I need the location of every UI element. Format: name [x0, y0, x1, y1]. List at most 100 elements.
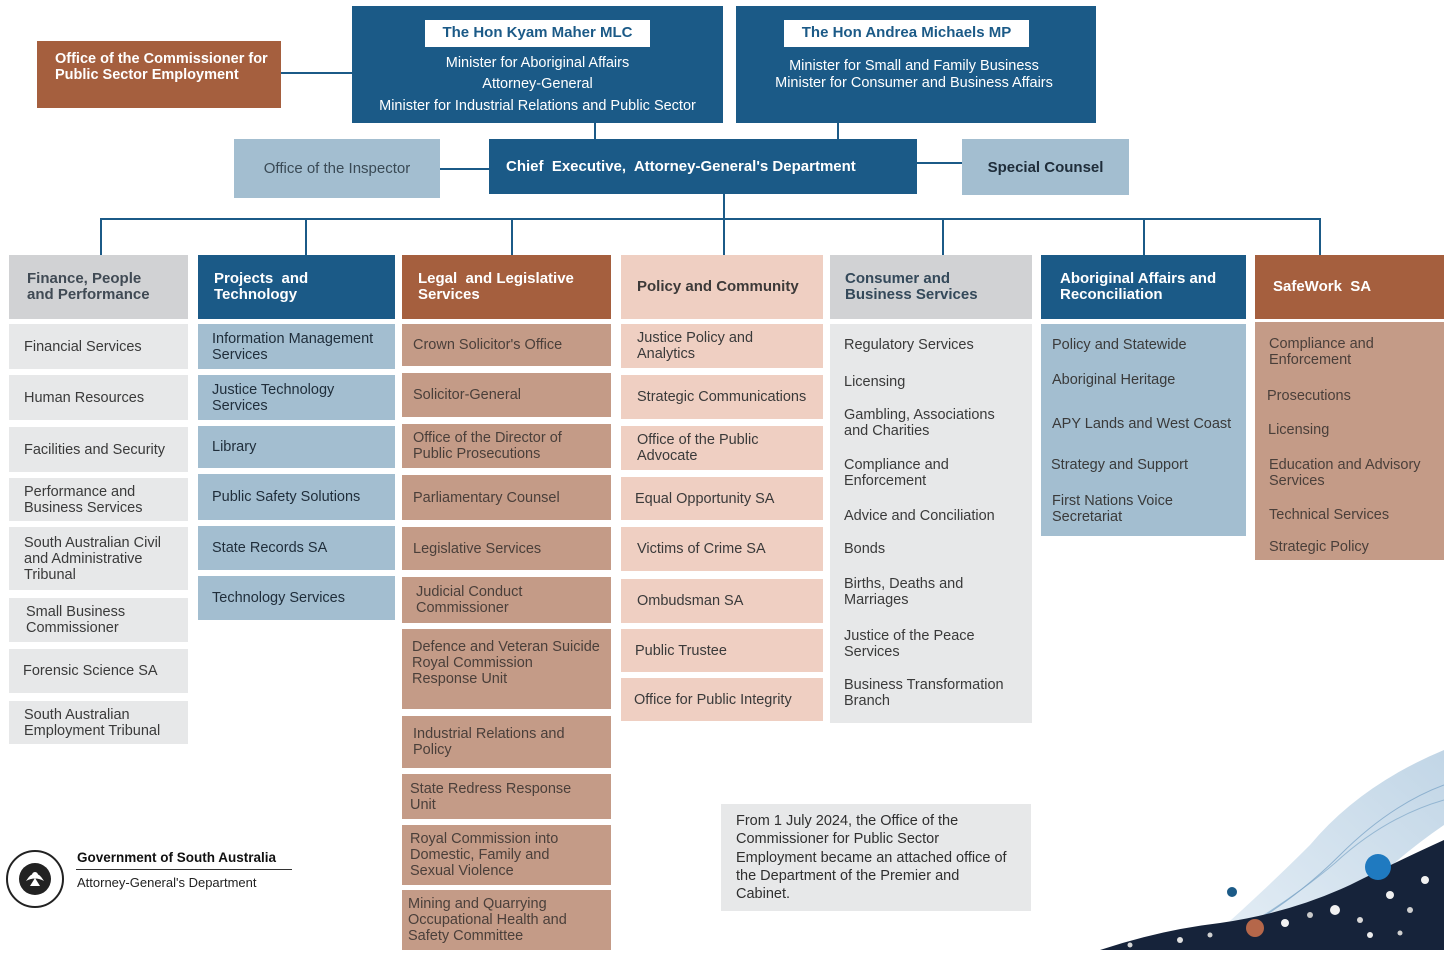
special-counsel-label: Special Counsel — [987, 158, 1104, 176]
unit-cbs-licensing: Licensing — [844, 374, 906, 390]
unit-sw-licensing: Licensing — [1268, 422, 1330, 438]
division-header-legal: Legal and Legislative Services — [402, 255, 611, 319]
unit-crown-solicitor: Crown Solicitor's Office — [402, 324, 611, 366]
connector-drop-3 — [511, 218, 513, 255]
unit-equal-opportunity: Equal Opportunity SA — [621, 477, 823, 520]
unit-employment-tribunal: South Australian Employment Tribunal — [9, 701, 188, 744]
connector-drop-7 — [1319, 218, 1321, 255]
division-header-aboriginal: Aboriginal Affairs and Reconciliation — [1041, 255, 1246, 319]
minister-name-michaels: The Hon Andrea Michaels MP — [784, 20, 1029, 47]
unit-justice-technology: Justice Technology Services — [198, 375, 395, 420]
unit-advice-conciliation: Advice and Conciliation — [844, 508, 995, 524]
unit-judicial-conduct: Judicial Conduct Commissioner — [402, 577, 611, 623]
unit-apy-lands: APY Lands and West Coast — [1052, 416, 1232, 432]
unit-bonds: Bonds — [844, 541, 886, 557]
minister-role-maher-1: Minister for Aboriginal Affairs — [445, 55, 630, 71]
chief-executive-box: Chief Executive, Attorney-General's Depa… — [489, 139, 917, 194]
unit-justice-policy: Justice Policy and Analytics — [621, 324, 823, 368]
transfer-note: From 1 July 2024, the Office of the Comm… — [721, 804, 1031, 911]
connector-inspector — [440, 168, 490, 170]
connector-drop-6 — [1143, 218, 1145, 255]
division-header-finance: Finance, People and Performance — [9, 255, 188, 319]
commissioner-office-box: Office of the Commissioner for Public Se… — [37, 41, 281, 108]
connector-drop-4 — [723, 218, 725, 255]
unit-state-redress: State Redress Response Unit — [402, 774, 611, 819]
minister-role-maher-2: Attorney-General — [482, 76, 593, 92]
unit-prosecutions: Prosecutions — [1267, 388, 1351, 404]
unit-public-safety: Public Safety Solutions — [198, 474, 395, 520]
logo-government-text: Government of South Australia — [77, 850, 277, 865]
unit-births-deaths: Births, Deaths and Marriages — [844, 576, 964, 608]
unit-legislative-services: Legislative Services — [402, 527, 611, 570]
unit-business-transformation: Business Transformation Branch — [844, 677, 1004, 709]
unit-sw-compliance: Compliance and Enforcement — [1269, 336, 1374, 368]
logo-department-text: Attorney-General's Department — [77, 875, 257, 890]
unit-public-advocate: Office of the Public Advocate — [621, 426, 823, 470]
connector-minister1-ce — [594, 122, 596, 140]
unit-victims-of-crime: Victims of Crime SA — [621, 527, 823, 571]
minister-box-michaels: The Hon Andrea Michaels MP Minister for … — [736, 6, 1096, 123]
unit-facilities-security: Facilities and Security — [9, 427, 188, 472]
connector-drop-2 — [305, 218, 307, 255]
unit-technical-services: Technical Services — [1269, 507, 1390, 523]
unit-ombudsman: Ombudsman SA — [621, 579, 823, 623]
connector-drop-5 — [942, 218, 944, 255]
division-header-policy: Policy and Community — [621, 255, 823, 319]
unit-small-business: Small Business Commissioner — [9, 598, 188, 642]
safework-units-panel — [1255, 322, 1444, 560]
unit-strategic-communications: Strategic Communications — [621, 375, 823, 419]
connector-commissioner — [281, 72, 353, 74]
unit-defence-veteran: Defence and Veteran Suicide Royal Commis… — [402, 629, 611, 709]
unit-sacat: South Australian Civil and Administrativ… — [9, 527, 188, 590]
transfer-note-text: From 1 July 2024, the Office of the Comm… — [736, 813, 1007, 903]
unit-justice-peace: Justice of the Peace Services — [844, 628, 975, 660]
unit-public-integrity: Office for Public Integrity — [621, 678, 823, 721]
unit-parliamentary-counsel: Parliamentary Counsel — [402, 475, 611, 520]
unit-state-records: State Records SA — [198, 526, 395, 570]
unit-forensic-science: Forensic Science SA — [9, 649, 188, 693]
unit-first-nations-voice: First Nations Voice Secretariat — [1052, 493, 1173, 525]
unit-policy-statewide: Policy and Statewide — [1052, 337, 1187, 353]
unit-public-trustee: Public Trustee — [621, 629, 823, 672]
sa-government-seal — [4, 848, 66, 910]
minister-name-maher: The Hon Kyam Maher MLC — [425, 20, 650, 47]
connector-horizontal-bus — [100, 218, 1321, 220]
unit-industrial-relations: Industrial Relations and Policy — [402, 716, 611, 768]
unit-mining-quarrying: Mining and Quarrying Occupational Health… — [402, 890, 611, 950]
unit-strategic-policy: Strategic Policy — [1269, 539, 1369, 555]
logo-divider — [76, 869, 292, 870]
connector-minister2-ce — [837, 122, 839, 140]
connector-drop-1 — [100, 218, 102, 255]
minister-box-maher: The Hon Kyam Maher MLC Minister for Abor… — [352, 6, 723, 123]
unit-education-advisory: Education and Advisory Services — [1269, 457, 1421, 489]
unit-financial-services: Financial Services — [9, 324, 188, 369]
division-header-safework: SafeWork SA — [1255, 255, 1444, 319]
unit-strategy-support: Strategy and Support — [1051, 457, 1189, 473]
unit-performance-business: Performance and Business Services — [9, 478, 188, 521]
aboriginal-units-panel — [1041, 324, 1246, 536]
commissioner-office-label: Office of the Commissioner for Public Se… — [55, 51, 268, 83]
decorative-wave-art — [1100, 745, 1444, 950]
minister-role-michaels-2: Minister for Consumer and Business Affai… — [775, 75, 1053, 91]
division-header-consumer: Consumer and Business Services — [830, 255, 1032, 319]
unit-royal-commission-dfsv: Royal Commission into Domestic, Family a… — [402, 825, 611, 885]
unit-human-resources: Human Resources — [9, 375, 188, 420]
unit-cbs-compliance: Compliance and Enforcement — [844, 457, 949, 489]
division-header-projects: Projects and Technology — [198, 255, 395, 319]
chief-executive-label: Chief Executive, Attorney-General's Depa… — [506, 158, 856, 175]
connector-ce-trunk — [723, 194, 725, 219]
unit-aboriginal-heritage: Aboriginal Heritage — [1052, 372, 1176, 388]
unit-solicitor-general: Solicitor-General — [402, 373, 611, 417]
inspector-office-label: Office of the Inspector — [263, 160, 411, 177]
unit-information-management: Information Management Services — [198, 324, 395, 369]
minister-role-maher-3: Minister for Industrial Relations and Pu… — [379, 98, 696, 114]
unit-technology-services: Technology Services — [198, 576, 395, 620]
minister-role-michaels-1: Minister for Small and Family Business — [789, 58, 1039, 74]
unit-library: Library — [198, 426, 395, 468]
consumer-units-panel — [830, 324, 1032, 723]
special-counsel-box: Special Counsel — [962, 139, 1129, 195]
connector-special-counsel — [917, 162, 962, 164]
unit-dpp: Office of the Director of Public Prosecu… — [402, 424, 611, 468]
inspector-office-box: Office of the Inspector — [234, 139, 440, 198]
unit-regulatory-services: Regulatory Services — [844, 337, 974, 353]
